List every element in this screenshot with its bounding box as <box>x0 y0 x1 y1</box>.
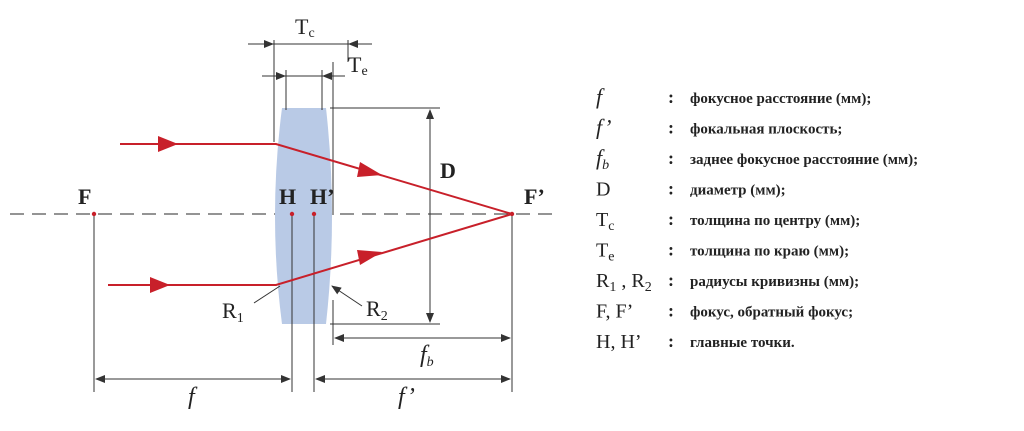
label-R2: R2 <box>366 296 388 324</box>
legend-description: фокальная плоскость; <box>690 122 842 138</box>
legend-colon: : <box>668 87 674 107</box>
legend-description: радиусы кривизны (мм); <box>690 274 859 290</box>
label-Te: Te <box>348 52 368 79</box>
legend-colon: : <box>668 148 674 168</box>
label-F-prime: F’ <box>524 184 545 209</box>
legend-row: F, F’: фокус, обратный фокус; <box>596 301 853 323</box>
label-H: H <box>279 184 296 209</box>
upper-ray-arrow-2 <box>357 162 382 177</box>
legend-colon: : <box>668 118 674 138</box>
point-F-prime <box>509 211 515 217</box>
legend-row: H, H’: главные точки. <box>596 331 795 353</box>
legend-description: фокусное расстояние (мм); <box>690 91 871 107</box>
legend-colon: : <box>668 331 674 351</box>
legend-row: Te: толщина по краю (мм); <box>596 240 849 265</box>
legend-symbol: H, H’ <box>596 331 642 353</box>
lower-ray-arrow-2 <box>357 250 382 265</box>
legend-row: f: фокусное расстояние (мм); <box>596 84 871 109</box>
lower-ray-arrow-1 <box>150 277 170 293</box>
legend-description: толщина по центру (мм); <box>690 213 860 229</box>
r2-pointer <box>331 285 363 307</box>
legend-colon: : <box>668 240 674 260</box>
legend-colon: : <box>668 209 674 229</box>
legend-description: заднее фокусное расстояние (мм); <box>690 152 918 168</box>
label-f: f <box>188 384 198 410</box>
point-H <box>289 211 295 217</box>
legend: f: фокусное расстояние (мм); f’: фокальная … <box>596 84 918 353</box>
legend-symbol: F, F’ <box>596 301 633 323</box>
label-f-prime: f’ <box>398 384 415 410</box>
light-rays <box>108 136 513 293</box>
label-D: D <box>440 158 456 183</box>
legend-colon: : <box>668 179 674 199</box>
legend-colon: : <box>668 301 674 321</box>
upper-ray-arrow-1 <box>158 136 178 152</box>
lens-body <box>275 108 332 324</box>
legend-description: главные точки. <box>690 335 795 351</box>
legend-row: fb: заднее фокусное расстояние (мм); <box>596 145 918 173</box>
label-H-prime: H’ <box>310 184 334 209</box>
legend-description: толщина по краю (мм); <box>690 244 849 260</box>
label-R1: R1 <box>222 298 244 326</box>
legend-row: D: диаметр (мм); <box>596 179 786 201</box>
legend-symbol: Tc <box>596 209 614 234</box>
legend-row: Tc: толщина по центру (мм); <box>596 209 860 234</box>
legend-description: фокус, обратный фокус; <box>690 305 853 321</box>
point-H-prime <box>311 211 317 217</box>
legend-row: f’: фокальная плоскость; <box>596 115 842 140</box>
legend-description: диаметр (мм); <box>690 183 786 199</box>
label-F: F <box>78 184 91 209</box>
legend-symbol: fb <box>596 145 609 173</box>
r1-pointer <box>253 285 281 304</box>
legend-row: R1 , R2: радиусы кривизны (мм); <box>596 270 859 295</box>
label-Tc: Tc <box>295 14 315 41</box>
legend-symbol: R1 , R2 <box>596 270 652 295</box>
legend-symbol: Te <box>596 240 614 265</box>
point-F <box>91 211 97 217</box>
legend-symbol: D <box>596 179 610 201</box>
legend-symbol: f <box>596 84 605 109</box>
legend-symbol: f’ <box>596 115 611 140</box>
label-fb: fb <box>420 342 434 370</box>
legend-colon: : <box>668 270 674 290</box>
